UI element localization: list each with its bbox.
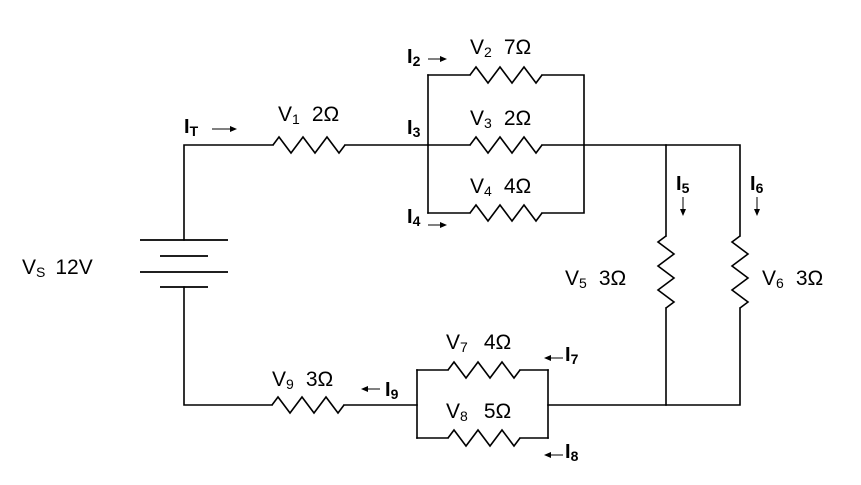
resistor-r7 [447, 361, 521, 379]
current-label-i9: I9 [385, 379, 399, 402]
current-label-i4: I4 [407, 206, 421, 229]
current-arrow-i8 [544, 452, 563, 458]
resistor-r9 [271, 396, 345, 414]
current-label-i2: I2 [407, 46, 421, 69]
current-label-i7: I7 [565, 344, 579, 367]
current-label-i8: I8 [565, 441, 579, 464]
current-arrow-i9 [361, 386, 380, 392]
current-arrow-i7 [544, 355, 563, 361]
resistor-r8 [447, 429, 521, 447]
current-arrow-i4 [428, 222, 447, 228]
wire-left-top [183, 144, 274, 241]
resistor-r5 [657, 235, 675, 309]
current-label-i5: I5 [676, 173, 690, 196]
current-arrow-i2 [428, 56, 447, 62]
current-label-i6: I6 [750, 173, 764, 196]
current-label-it: IT [184, 116, 199, 139]
wire-r6-bottom [547, 307, 741, 406]
wire-left-bottom [183, 286, 273, 406]
wire-r2-right [541, 74, 585, 214]
resistor-r4 [469, 204, 543, 222]
resistor-r2 [469, 66, 543, 84]
resistor-r3 [469, 136, 543, 154]
battery-symbol [140, 239, 228, 288]
wire-r3-right [541, 144, 741, 237]
resistor-r6 [731, 235, 749, 309]
resistor-r1 [272, 136, 346, 154]
current-arrow-i6 [754, 197, 760, 216]
current-label-i3: I3 [407, 117, 421, 140]
current-arrow-i5 [680, 197, 686, 216]
wires [183, 74, 741, 439]
current-arrow-it [212, 126, 237, 132]
